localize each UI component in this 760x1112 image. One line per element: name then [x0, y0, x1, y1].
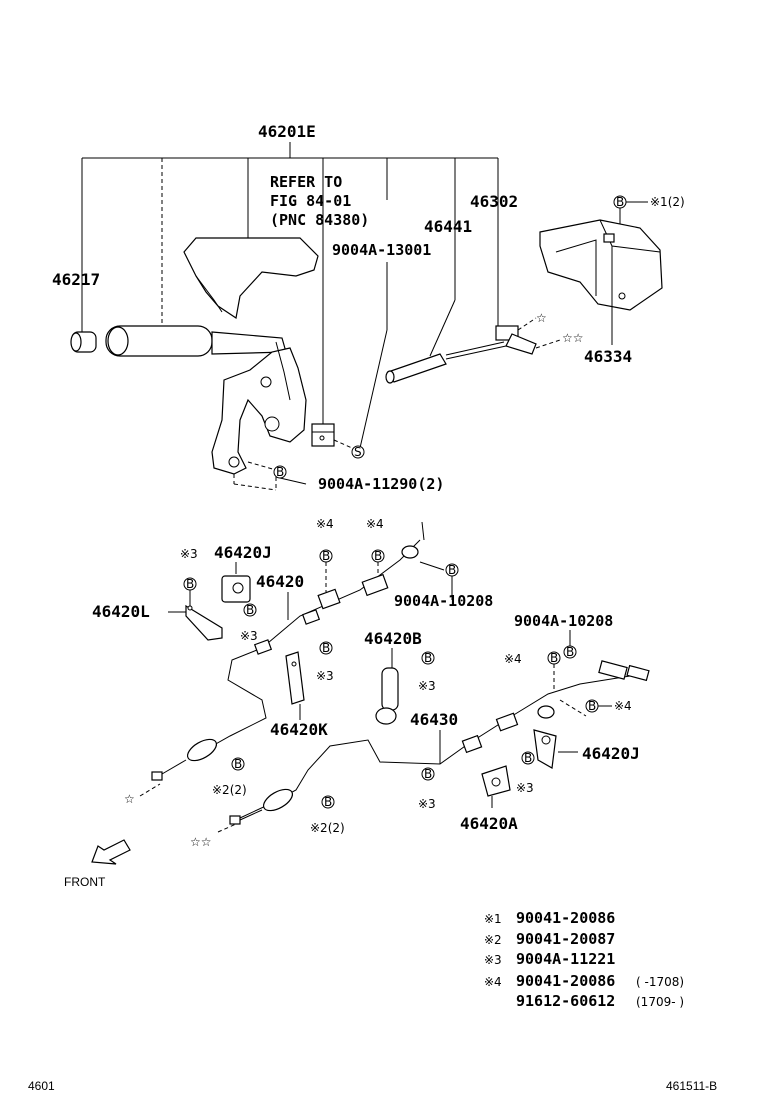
b-mark-l5: B [448, 563, 456, 577]
cable-46430 [229, 660, 650, 825]
label-46420l: 46420L [92, 602, 150, 621]
note3-f: ※3 [418, 797, 436, 811]
note3-c: ※3 [316, 669, 334, 683]
lever-grip [105, 325, 287, 357]
rod-46441 [385, 341, 507, 384]
footer-figure-code: 461511-B [666, 1079, 717, 1093]
lever-body [211, 341, 307, 475]
star2-mark-upper: ☆☆ [562, 331, 584, 345]
label-46217: 46217 [52, 270, 100, 289]
cover-46334 [539, 219, 663, 311]
star-mark-lower: ☆ [124, 792, 135, 806]
b-mark-l14: B [324, 795, 332, 809]
legend-range: ( -1708) [636, 975, 684, 989]
label-9004a-13001: 9004A-13001 [332, 241, 431, 259]
refer-to-line2: FIG 84-01 [270, 192, 351, 210]
label-46420k: 46420K [270, 720, 328, 739]
note3-e: ※3 [516, 781, 534, 795]
cable-46420 [151, 521, 425, 781]
refer-to-line3: (PNC 84380) [270, 211, 369, 229]
b-mark-l9: B [550, 651, 558, 665]
legend-part: 90041-20087 [516, 930, 615, 948]
b-mark-l11: B [524, 751, 532, 765]
legend-mark: ※2 [484, 933, 502, 947]
b-mark-l4: B [374, 549, 382, 563]
label-46420j-top: 46420J [214, 543, 272, 562]
star2-mark-lower: ☆☆ [190, 835, 212, 849]
clip-46420a [481, 765, 511, 797]
note4-c: ※4 [504, 652, 522, 666]
note4-d: ※4 [614, 699, 632, 713]
legend-part: 90041-20086 [516, 909, 615, 927]
note-1-2: ※1(2) [650, 195, 685, 209]
label-9004a-10208-b: 9004A-10208 [514, 612, 613, 630]
b-mark-l8: B [566, 645, 574, 659]
legend-row: ※1 90041-20086 [484, 909, 615, 927]
legend-part: 91612-60612 [516, 992, 615, 1010]
label-46430: 46430 [410, 710, 458, 729]
b-mark2: B [276, 465, 284, 479]
b-mark-l6: B [322, 641, 330, 655]
note2-a: ※2(2) [212, 783, 247, 797]
note2-b: ※2(2) [310, 821, 345, 835]
legend-row: ※4 90041-20086 ( -1708) [484, 972, 684, 990]
b-mark-l13: B [234, 757, 242, 771]
label-46441: 46441 [424, 217, 472, 236]
legend-mark: ※1 [484, 912, 502, 926]
front-label: FRONT [64, 875, 106, 889]
s-mark: S [354, 445, 362, 459]
label-46334: 46334 [584, 347, 632, 366]
note3-b: ※3 [240, 629, 258, 643]
legend-mark: ※3 [484, 953, 502, 967]
b-mark-l1: B [186, 577, 194, 591]
legend-row: 91612-60612 (1709- ) [516, 992, 684, 1010]
footer-page-code: 4601 [28, 1079, 55, 1093]
refer-to-line1: REFER TO [270, 173, 342, 191]
clip-46420b [375, 667, 399, 725]
b-mark-l7: B [424, 651, 432, 665]
s-mark-circle [351, 445, 365, 459]
note3-d: ※3 [418, 679, 436, 693]
switch-bracket [311, 423, 335, 447]
legend-part: 90041-20086 [516, 972, 615, 990]
legend-row: ※3 9004A-11221 [484, 950, 615, 968]
b-mark-l10: B [588, 699, 596, 713]
knob-46217 [70, 331, 97, 353]
note3-a: ※3 [180, 547, 198, 561]
legend-mark: ※4 [484, 975, 502, 989]
clip-46420k [285, 651, 305, 705]
b-mark-l3: B [322, 549, 330, 563]
equalizer-46302 [495, 325, 537, 355]
legend: ※1 90041-20086 ※2 90041-20087 ※3 9004A-1… [484, 909, 684, 1010]
note4-a: ※4 [316, 517, 334, 531]
lever-boot [183, 237, 319, 320]
label-46420a: 46420A [460, 814, 518, 833]
label-46420b: 46420B [364, 629, 422, 648]
clip-46420l [185, 604, 223, 641]
legend-range: (1709- ) [636, 995, 684, 1009]
front-arrow-icon [91, 839, 131, 865]
clip-46420j-top [221, 575, 251, 603]
label-46201e: 46201E [258, 122, 316, 141]
clip-46420j-bottom [533, 729, 557, 769]
note4-b: ※4 [366, 517, 384, 531]
label-46420j-bottom: 46420J [582, 744, 640, 763]
b-mark: B [616, 195, 624, 209]
star-mark-upper: ☆ [536, 311, 547, 325]
b-mark-l12: B [424, 767, 432, 781]
label-9004a-10208-a: 9004A-10208 [394, 592, 493, 610]
label-46420: 46420 [256, 572, 304, 591]
legend-row: ※2 90041-20087 [484, 930, 615, 948]
label-46302: 46302 [470, 192, 518, 211]
legend-part: 9004A-11221 [516, 950, 615, 968]
label-9004a-11290: 9004A-11290(2) [318, 475, 444, 493]
b-mark-l2: B [246, 603, 254, 617]
